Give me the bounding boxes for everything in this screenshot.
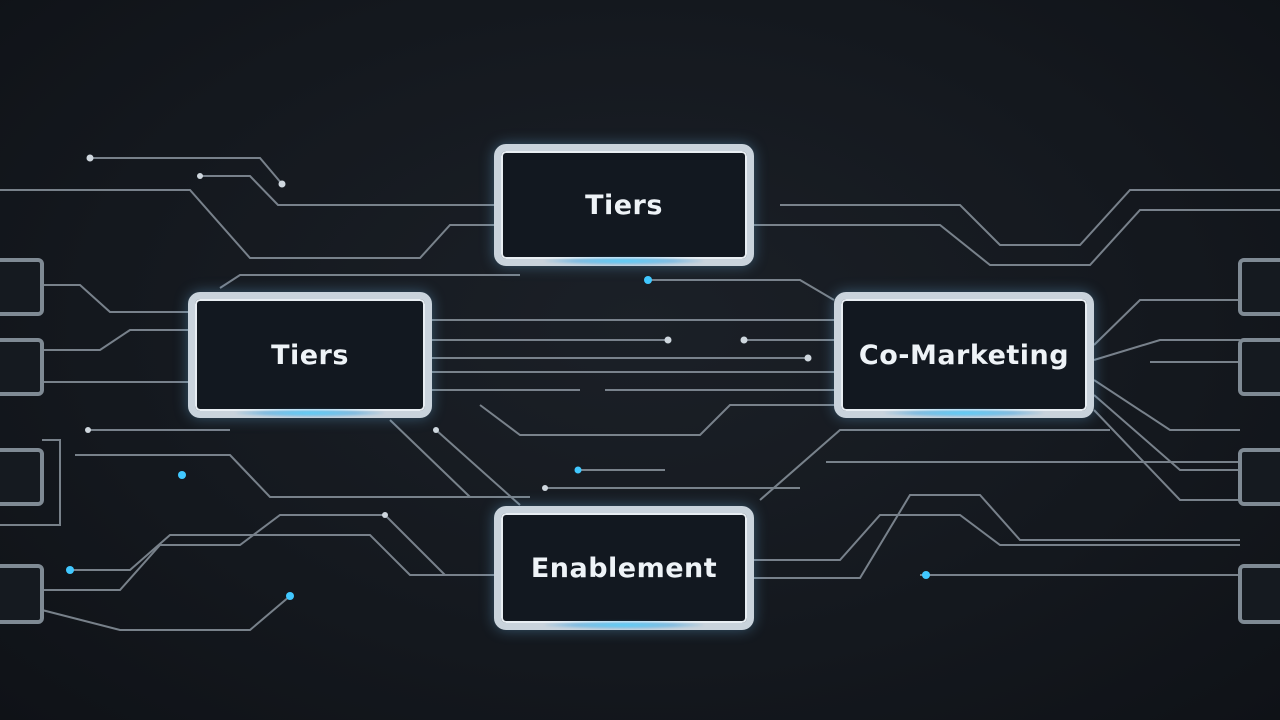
- wire: [42, 284, 188, 313]
- wire: [42, 514, 446, 591]
- wire-dot-glow: [66, 566, 74, 574]
- wire-dot: [664, 336, 672, 344]
- wire: [780, 189, 1280, 246]
- wire: [759, 429, 1110, 501]
- node-enablement: Enablement: [494, 506, 754, 630]
- node-tiers-top: Tiers: [494, 144, 754, 266]
- wire-dot: [85, 427, 91, 433]
- wire-dot: [197, 173, 203, 179]
- wire-dot: [542, 485, 548, 491]
- wire: [41, 595, 291, 631]
- wire: [0, 189, 500, 259]
- edge-node-right-4: [1238, 564, 1280, 624]
- wire: [754, 514, 1240, 561]
- wire-dot: [278, 180, 286, 188]
- node-label: Enablement: [530, 552, 718, 584]
- wire: [219, 274, 520, 289]
- wire: [75, 454, 470, 498]
- wire-dot-glow: [644, 276, 652, 284]
- wire: [200, 175, 500, 206]
- wire: [70, 534, 500, 576]
- wire: [42, 329, 188, 351]
- edge-node-left-1: [0, 258, 44, 316]
- wire-dot: [433, 427, 439, 433]
- wire: [0, 439, 61, 526]
- wire-dot: [382, 512, 388, 518]
- wire-dot: [86, 154, 94, 162]
- node-label: Tiers: [585, 189, 663, 221]
- wire-dot-glow: [286, 592, 294, 600]
- wire-dot: [804, 354, 812, 362]
- wire: [389, 419, 530, 498]
- wire-dot: [740, 336, 748, 344]
- node-co-marketing: Co-Marketing: [834, 292, 1094, 418]
- edge-node-left-4: [0, 564, 44, 624]
- wire: [1093, 379, 1240, 431]
- edge-node-right-2: [1238, 338, 1280, 396]
- node-tiers-left: Tiers: [188, 292, 432, 418]
- wire: [1093, 394, 1240, 471]
- wire: [1093, 339, 1240, 361]
- wire: [754, 494, 1240, 579]
- wire: [479, 404, 834, 436]
- node-label: Tiers: [271, 339, 349, 371]
- wire: [1093, 409, 1240, 501]
- wire: [754, 209, 1280, 266]
- node-label: Co-Marketing: [858, 339, 1070, 371]
- edge-node-right-1: [1238, 258, 1280, 316]
- edge-node-left-2: [0, 338, 44, 396]
- edge-node-right-3: [1238, 448, 1280, 506]
- wire: [90, 157, 283, 185]
- wire: [435, 429, 521, 506]
- edge-node-left-3: [0, 448, 44, 506]
- wire: [1093, 299, 1240, 346]
- wire: [648, 279, 835, 301]
